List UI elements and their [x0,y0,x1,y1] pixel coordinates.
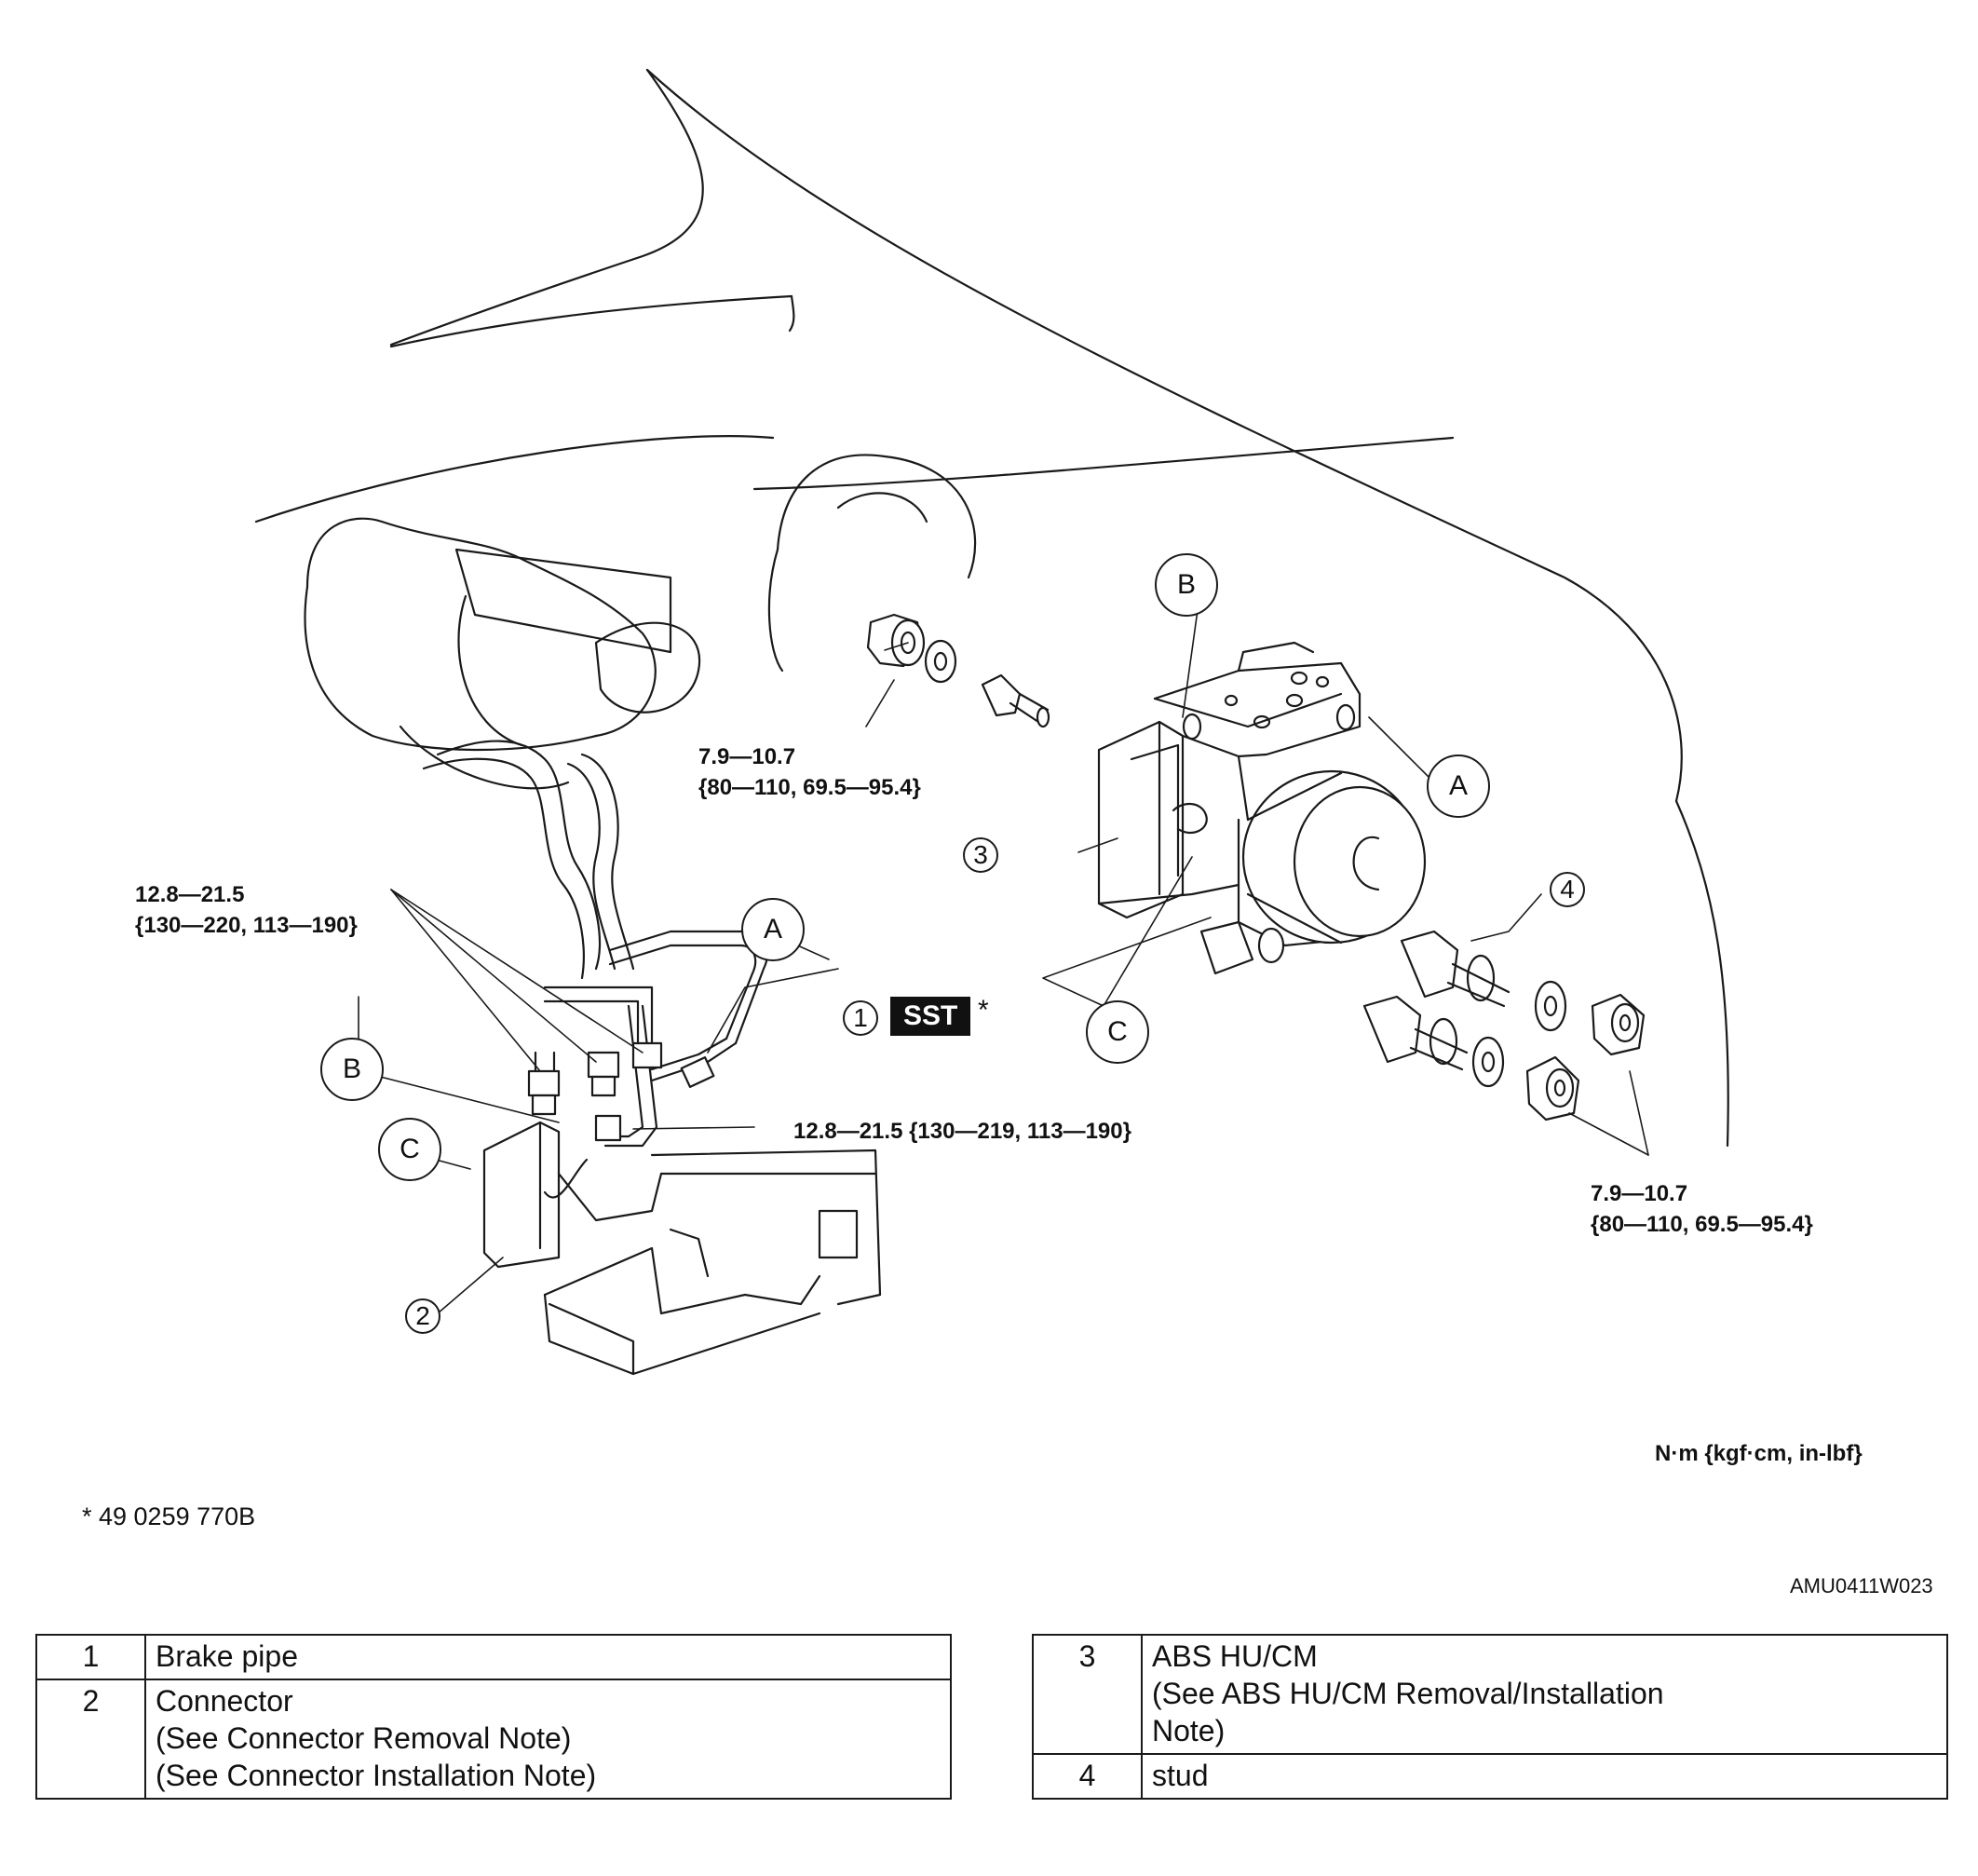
abs-hu-cm-unit [1097,641,1427,975]
parts-table-right: 3 ABS HU/CM (See ABS HU/CM Removal/Install… [1032,1634,1948,1800]
part-number-cell: 1 [35,1634,146,1680]
torque-spec-pipe-fittings: 12.8—21.5 {130—220, 113—190} [135,882,358,938]
sst-tag: SST [890,997,971,1036]
part-description-line: stud [1152,1759,1209,1792]
upper-nut-washer [866,613,1050,728]
leader-lines [358,609,1649,1314]
lower-studs-nuts [1362,930,1646,1122]
sst-asterisk: * [978,995,989,1026]
part-description-line: (See ABS HU/CM Removal/Installation [1152,1677,1664,1710]
part-description-cell: ABS HU/CM (See ABS HU/CM Removal/Installa… [1141,1634,1948,1755]
flare-nuts [527,1041,715,1142]
part-callout-4: 4 [1550,872,1585,907]
parts-table-row: 4 stud [1032,1753,1948,1800]
callout-b-right: B [1155,553,1218,617]
part-callout-1: 1 [843,1000,878,1036]
part-number-cell: 3 [1032,1634,1143,1755]
callout-c-left: C [378,1118,441,1181]
part-number-cell: 2 [35,1679,146,1800]
part-description-line: (See Connector Installation Note) [156,1759,597,1792]
parts-table-row: 3 ABS HU/CM (See ABS HU/CM Removal/Install… [1032,1634,1948,1755]
fender-outline [254,68,1729,1148]
torque-spec-lower-nuts: 7.9—10.7 {80—110, 69.5—95.4} [1591,1181,1813,1237]
callout-b-left: B [320,1038,384,1101]
torque-spec-upper-nut: 7.9—10.7 {80—110, 69.5—95.4} [698,744,921,800]
part-description-cell: Brake pipe [144,1634,952,1680]
brake-master-cylinder [304,454,977,790]
part-description-line: Note) [1152,1714,1226,1747]
torque-spec-center-fitting: 12.8—21.5 {130—219, 113—190} [793,1119,1131,1144]
part-number-cell: 4 [1032,1753,1143,1800]
part-description-cell: stud [1141,1753,1948,1800]
part-callout-2: 2 [405,1298,440,1334]
part-description-line: ABS HU/CM [1152,1639,1318,1673]
callout-c-right: C [1086,1000,1149,1064]
part-description-line: Connector [156,1684,293,1718]
part-description-cell: Connector(See Connector Removal Note) (Se… [144,1679,952,1800]
part-description-line: (See Connector Removal Note) [156,1721,572,1755]
figure-code: AMU0411W023 [1790,1574,1933,1597]
parts-table-row: 1 Brake pipe [35,1634,952,1680]
parts-table-row: 2 Connector(See Connector Removal Note) (S… [35,1679,952,1800]
callout-a-right: A [1427,754,1490,818]
part-description-line: Brake pipe [156,1639,298,1673]
hu-bracket [482,1121,882,1376]
callout-a-left: A [741,898,805,961]
torque-units-note: N·m {kgf·cm, in-lbf} [1655,1441,1863,1466]
sst-part-number-footnote: * 49 0259 770B [82,1502,256,1530]
part-callout-3: 3 [963,837,998,873]
